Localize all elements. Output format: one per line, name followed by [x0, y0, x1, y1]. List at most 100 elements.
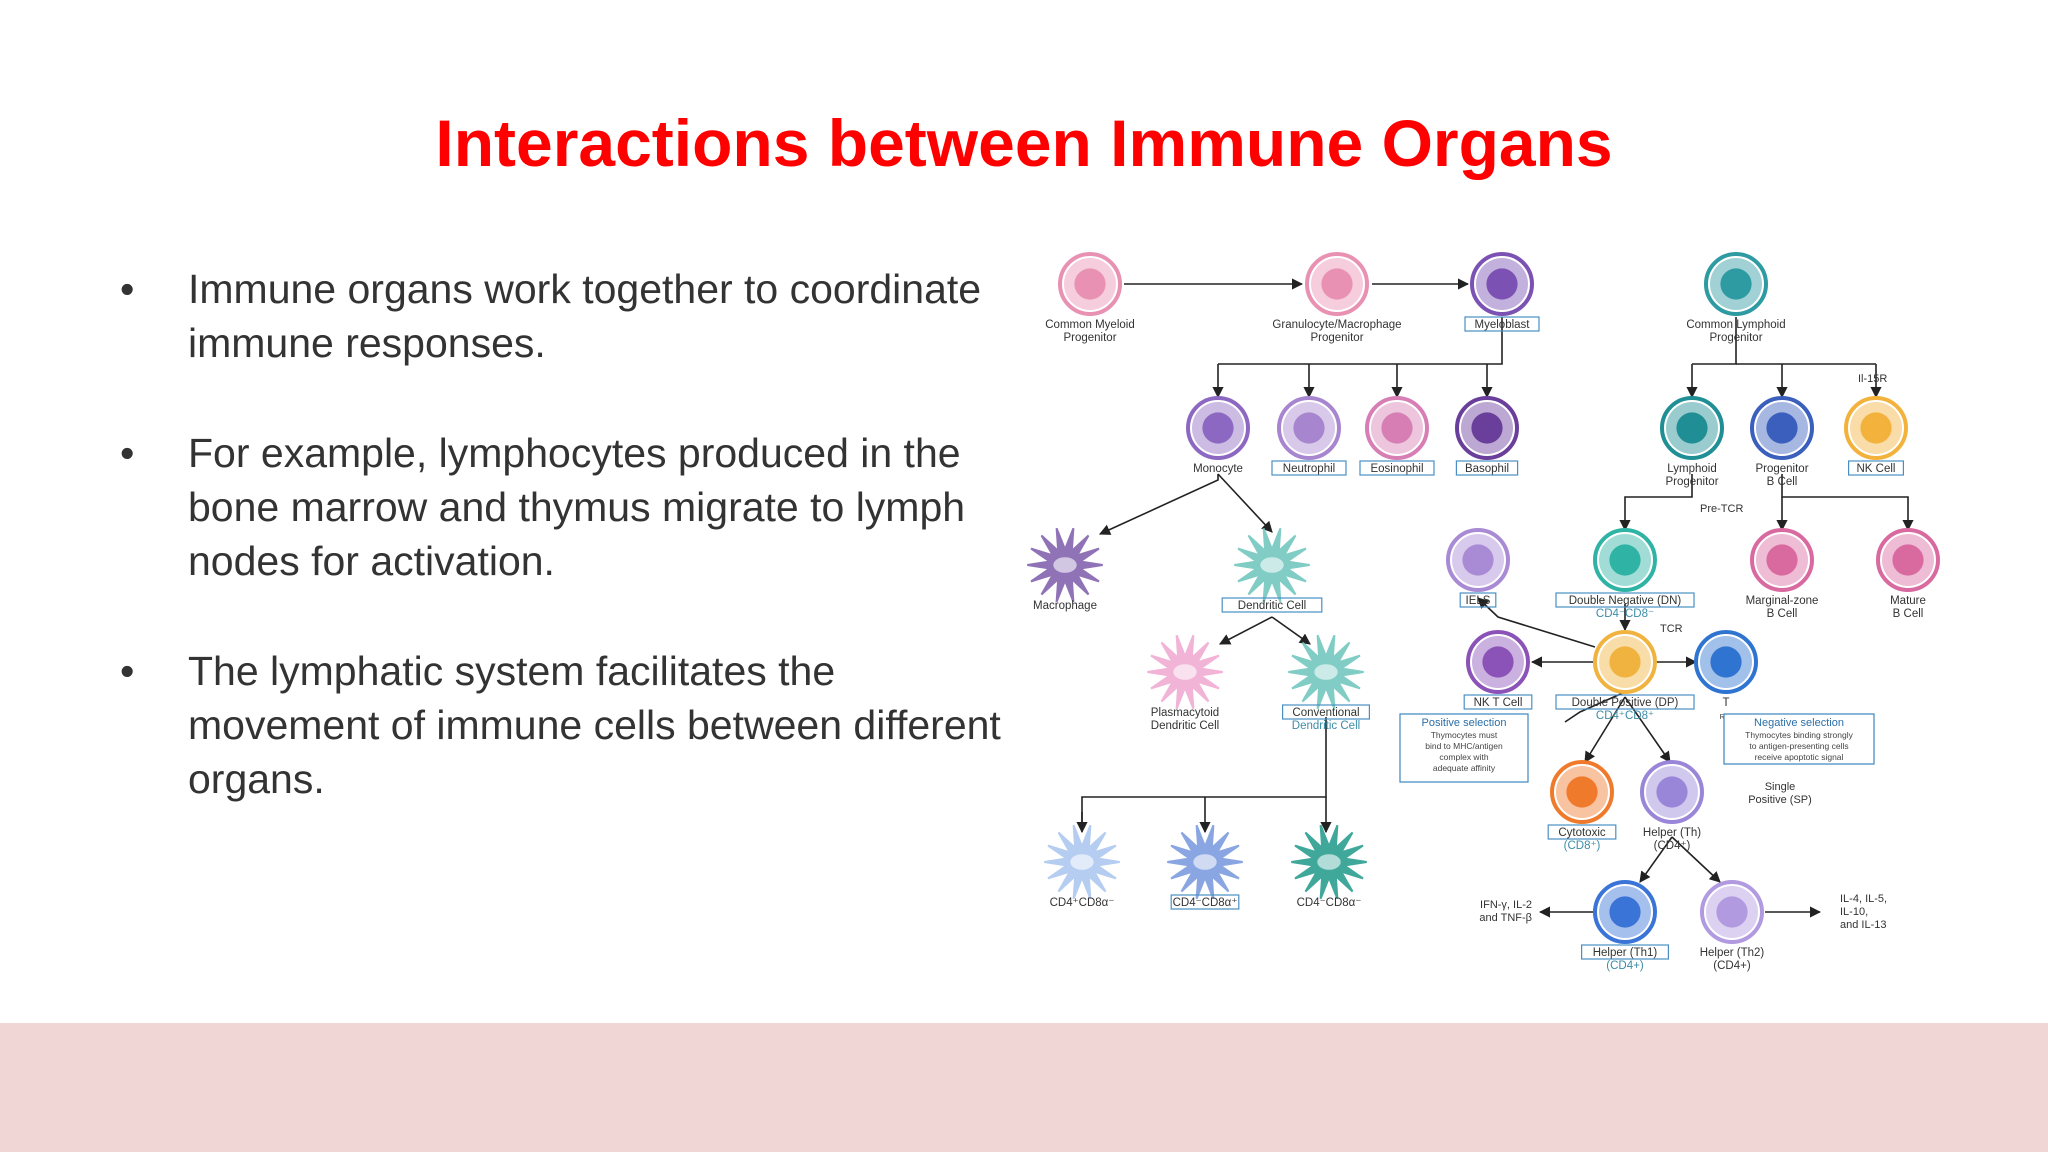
- cell-dendritic: Dendritic Cell: [1221, 527, 1323, 613]
- cell-label: Conventional: [1292, 707, 1359, 719]
- cell-label: Dendritic Cell: [1238, 600, 1306, 612]
- bullet-marker: •: [120, 430, 135, 476]
- cell-nucleus: [1892, 544, 1924, 576]
- cell-treg: TReg: [1694, 630, 1758, 721]
- cell-label: B Cell: [1767, 476, 1798, 488]
- slide-title: Interactions between Immune Organs: [435, 106, 1613, 180]
- cell-nkt: NK T Cell: [1463, 630, 1533, 710]
- annotation-text: Single: [1765, 781, 1796, 793]
- cell-label: CD4⁺CD8α⁻: [1050, 897, 1115, 909]
- flow-arrow: [1081, 717, 1327, 827]
- cell-nucleus: [1676, 412, 1708, 444]
- cell-label-box: [1455, 460, 1519, 476]
- cell-nucleus: [1656, 776, 1688, 808]
- box-title: Negative selection: [1754, 717, 1844, 729]
- cell-nk: NK Cell: [1844, 396, 1908, 476]
- cell-label: Progenitor: [1063, 332, 1116, 344]
- cell-label: Monocyte: [1193, 463, 1243, 475]
- cell-label: NK Cell: [1857, 463, 1896, 475]
- annotation-text: Pre-TCR: [1700, 503, 1743, 515]
- flow-arrow: [1781, 474, 1914, 532]
- cell-cytotoxic: Cytotoxic(CD8⁺): [1547, 760, 1617, 852]
- cell-label: Double Positive (DP): [1572, 697, 1679, 709]
- cell-label: Cytotoxic: [1558, 827, 1606, 839]
- cell-label-box: [1580, 944, 1669, 960]
- cell-nucleus: [1860, 412, 1892, 444]
- cell-nucleus: [1486, 268, 1518, 300]
- cell-nucleus: [1173, 664, 1197, 680]
- flow-arrow: [1217, 473, 1273, 533]
- cell-nucleus: [1471, 412, 1503, 444]
- cell-eosinophil: Eosinophil: [1359, 396, 1435, 476]
- cell-label: Neutrophil: [1283, 463, 1335, 475]
- flow-arrow: [1218, 317, 1503, 365]
- cell-label: Basophil: [1465, 463, 1509, 475]
- cell-neutrophil: Neutrophil: [1271, 396, 1347, 476]
- cell-macrophage: Macrophage: [1027, 527, 1103, 612]
- cell-nucleus: [1260, 557, 1284, 573]
- cell-nucleus: [1381, 412, 1413, 444]
- cell-label: Dendritic Cell: [1151, 720, 1219, 732]
- cell-label: Myeloblast: [1475, 319, 1531, 331]
- cell-nucleus: [1202, 412, 1234, 444]
- cell-label-box: [1555, 694, 1695, 710]
- cell-label: Helper (Th): [1643, 827, 1701, 839]
- cell-label-box: [1547, 824, 1617, 840]
- cell-label: Granulocyte/Macrophage: [1272, 319, 1401, 331]
- bullet-item: •Immune organs work together to coordina…: [120, 262, 1020, 370]
- flow-arrow: [1477, 597, 1596, 648]
- cell-label: Macrophage: [1033, 600, 1097, 612]
- cell-label: CD4⁻CD8α⁻: [1297, 897, 1362, 909]
- cell-label: CD4⁻CD8⁻: [1596, 608, 1654, 620]
- cell-monocyte: Monocyte: [1186, 396, 1250, 475]
- bullet-list: • Immune organs work together to coordina…: [120, 262, 1020, 862]
- cell-nucleus: [1720, 268, 1752, 300]
- bullet-text: For example, lymphocytes produced in the…: [188, 430, 966, 584]
- cell-myeloblast: Myeloblast: [1464, 252, 1540, 332]
- cell-label: Plasmacytoid: [1151, 707, 1219, 719]
- cell-dn: Double Negative (DN)CD4⁻CD8⁻: [1555, 528, 1695, 620]
- box-line: receive apoptotic signal: [1755, 752, 1844, 762]
- annotation-text: TCR: [1660, 623, 1683, 635]
- annotation-text: IL-4, IL-5,: [1840, 893, 1887, 905]
- cell-label-box: [1463, 694, 1533, 710]
- cell-label: Marginal-zone: [1746, 595, 1819, 607]
- cell-label-box: [1359, 460, 1435, 476]
- box-line: to antigen-presenting cells: [1749, 741, 1848, 751]
- cell-label: Progenitor: [1755, 463, 1808, 475]
- box-frame: [1723, 713, 1875, 765]
- bullet-text: The lymphatic system facilitates the mov…: [188, 648, 1001, 802]
- cell-label: Dendritic Cell: [1292, 720, 1360, 732]
- cell-nucleus: [1193, 854, 1217, 870]
- cell-nucleus: [1609, 544, 1641, 576]
- flow-arrow: [1639, 836, 1673, 883]
- box-line: Thymocytes binding strongly: [1745, 730, 1853, 740]
- cell-label: Common Myeloid: [1045, 319, 1134, 331]
- cell-label: Common Lymphoid: [1686, 319, 1785, 331]
- cell-nucleus: [1314, 664, 1338, 680]
- hematopoiesis-diagram: Common MyeloidProgenitorGranulocyte/Macr…: [1027, 252, 1940, 972]
- cell-label: Lymphoid: [1667, 463, 1716, 475]
- cell-dc_c: CD4⁻CD8α⁻: [1291, 824, 1367, 909]
- box-frame: [1399, 713, 1529, 783]
- box-line: Thymocytes must: [1431, 730, 1498, 740]
- cell-basophil: Basophil: [1455, 396, 1519, 476]
- flow-arrow: [1564, 691, 1626, 723]
- flow-arrow: [1619, 474, 1693, 532]
- bullet-text: Immune organs work together to coordinat…: [188, 266, 982, 366]
- cell-label: (CD4+): [1713, 960, 1751, 972]
- cell-label: T: [1722, 697, 1729, 709]
- cell-nucleus: [1609, 896, 1641, 928]
- bullet-marker: •: [120, 648, 135, 694]
- footer-band: [0, 1023, 2048, 1152]
